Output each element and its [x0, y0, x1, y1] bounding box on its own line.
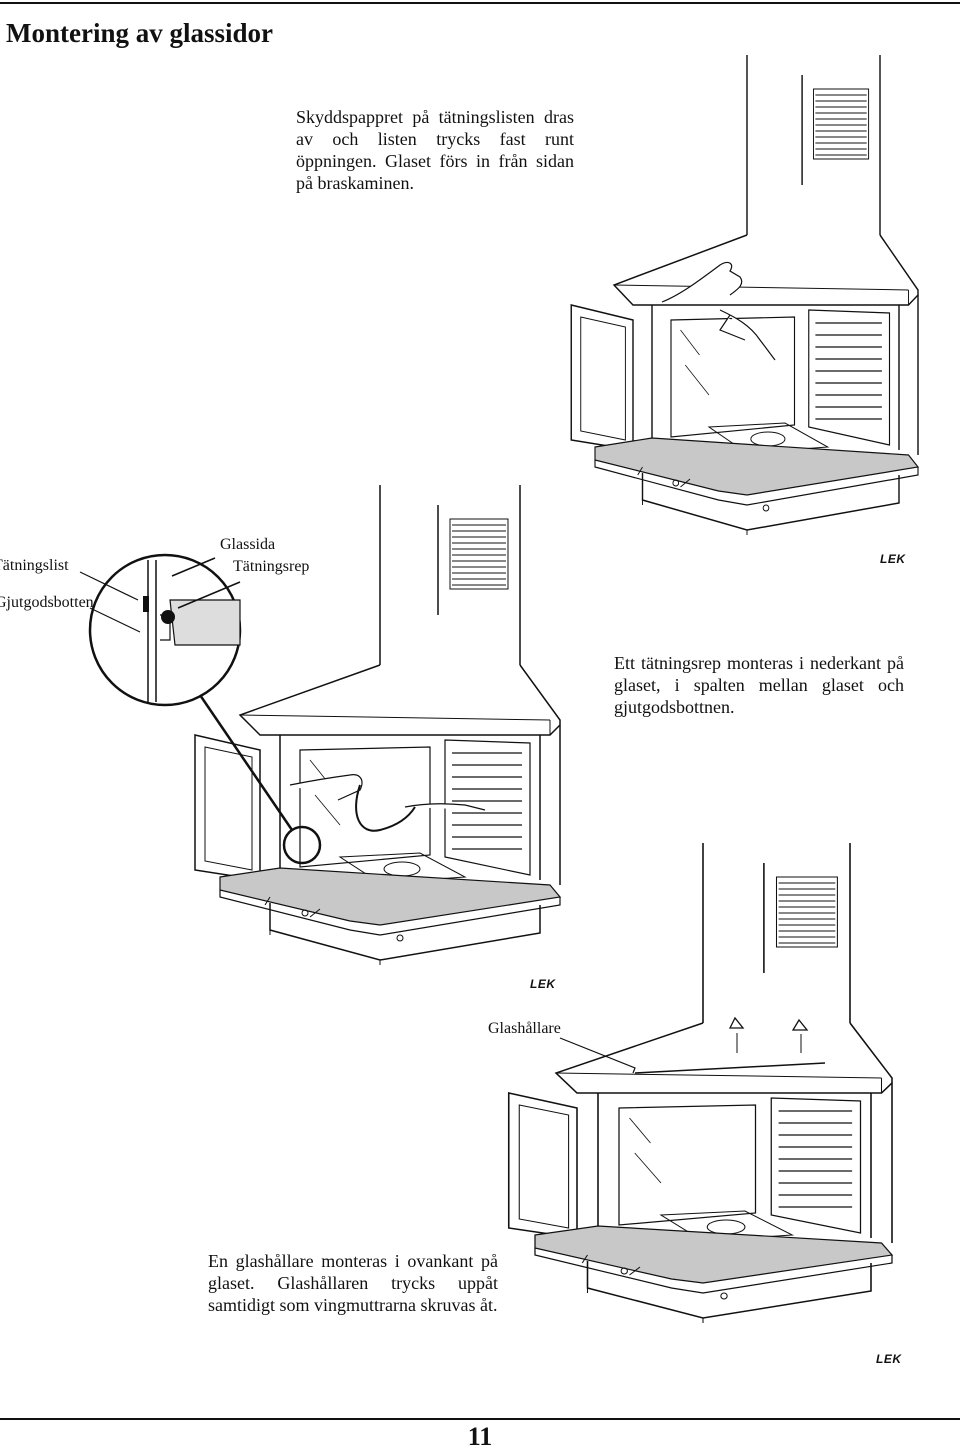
- top-rule: [0, 2, 960, 4]
- label-gjutgodsbotten: Gjutgodsbotten: [0, 594, 94, 611]
- step3-instruction: En glashållare monteras i ovankant på gl…: [208, 1251, 498, 1315]
- brand-logo-1: LEK: [880, 552, 906, 566]
- wing-nut-icon: [730, 1018, 743, 1028]
- brand-logo-2: LEK: [530, 977, 556, 991]
- label-glashallare: Glashållare: [488, 1020, 561, 1037]
- detail-circle: [0, 540, 330, 880]
- page-title: Montering av glassidor: [6, 18, 273, 48]
- brand-logo-3: LEK: [876, 1352, 902, 1366]
- step1-instruction: Skyddspappret på tätningslisten dras av …: [296, 107, 574, 193]
- fireplace-illustration: [570, 54, 919, 536]
- pointer-arrow: [172, 558, 215, 576]
- step2-instruction: Ett tätningsrep monteras i nederkant på …: [614, 653, 904, 717]
- label-glassida: Glassida: [220, 536, 276, 553]
- fireplace-illustration: [194, 484, 561, 966]
- fireplace-illustration: [507, 842, 893, 1324]
- page-number: 11: [467, 1422, 493, 1451]
- hand-icon: [662, 263, 742, 302]
- hand-icon: [290, 775, 362, 800]
- bottom-rule: [0, 1418, 960, 1420]
- label-tatningslist: Tätningslist: [0, 557, 69, 574]
- label-tatningsrep: Tätningsrep: [233, 558, 310, 575]
